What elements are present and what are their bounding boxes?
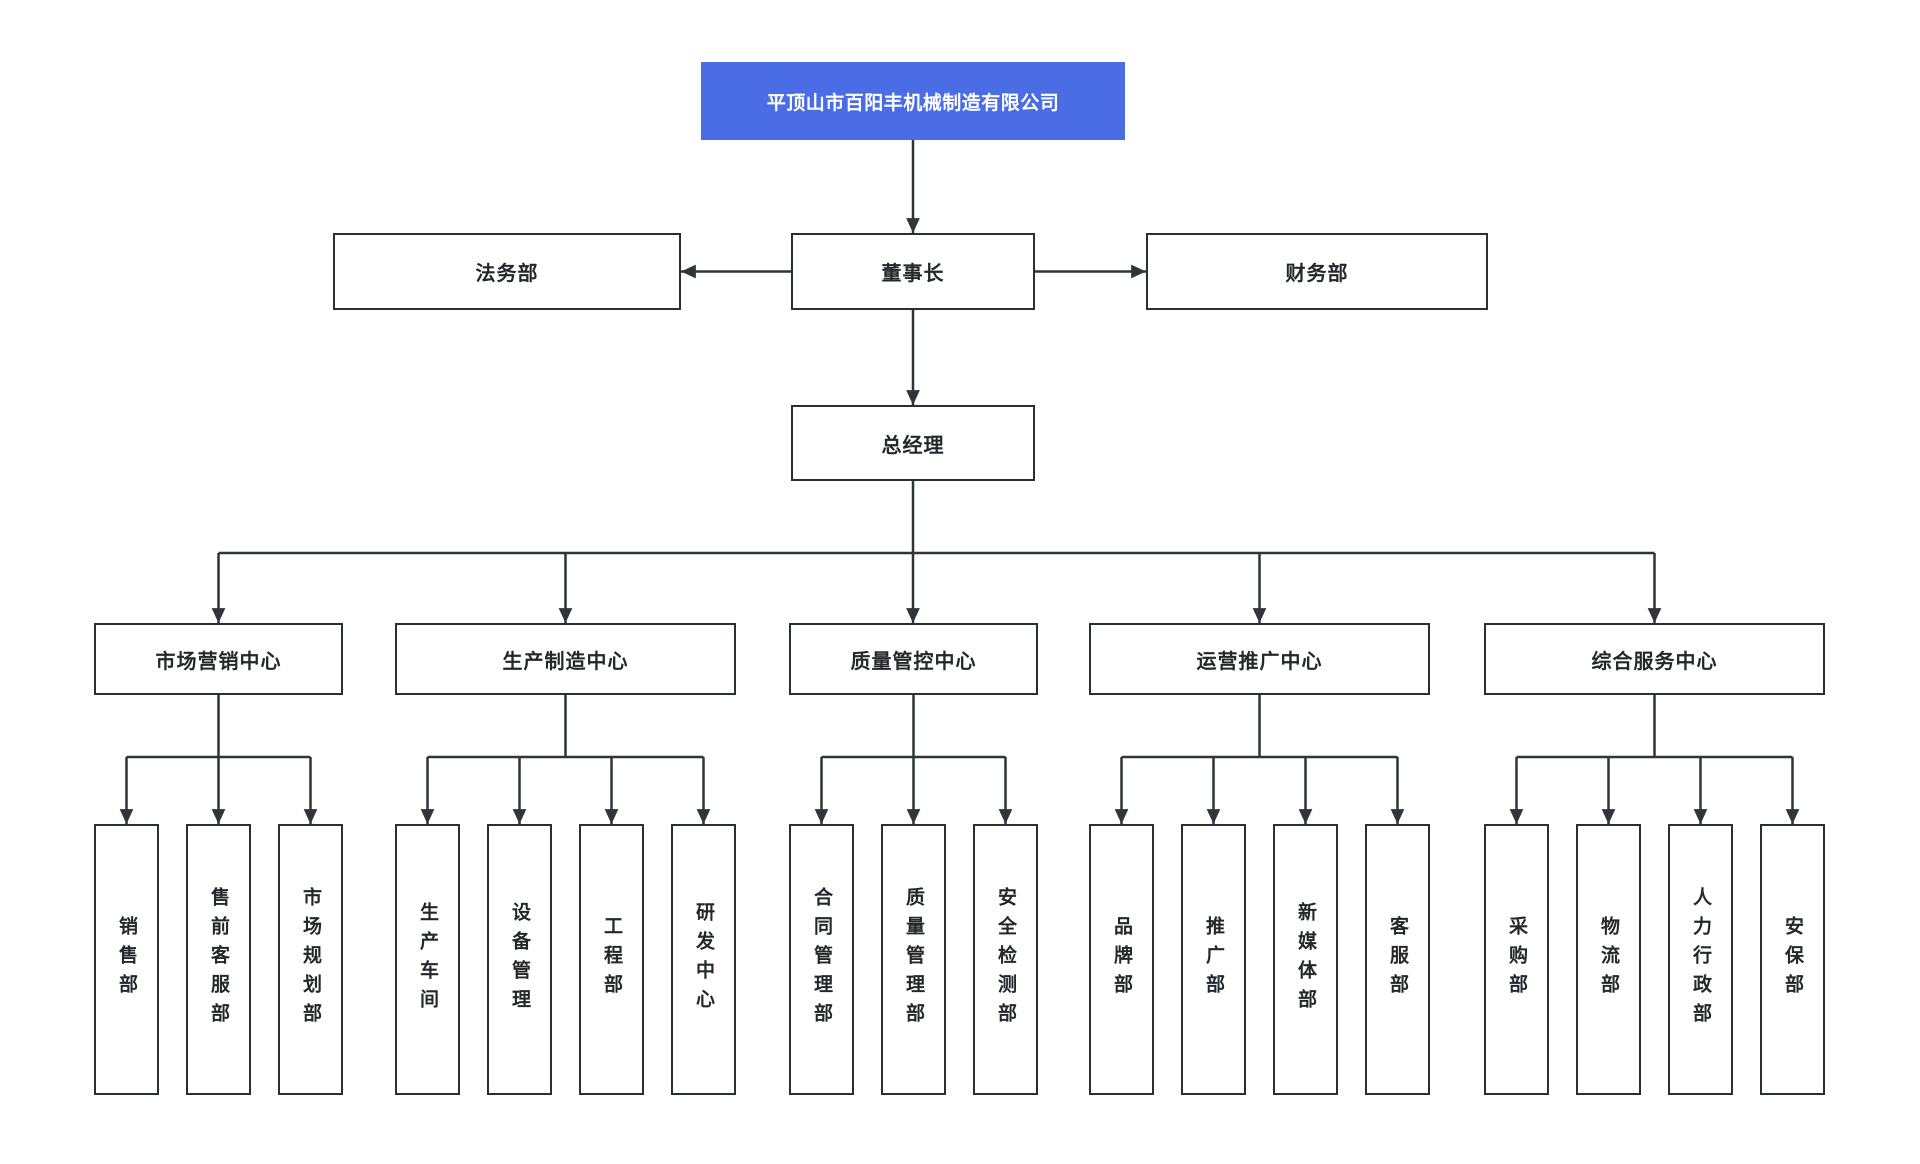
node-center-services[interactable]: 综合服务中心 (1484, 623, 1825, 695)
node-label: 法务部 (475, 263, 539, 285)
node-label: 董事长 (881, 263, 945, 285)
node-label: 品牌部 (1111, 916, 1132, 1003)
node-dept-contract-management[interactable]: 合同管理部 (789, 824, 854, 1095)
node-label: 平顶山市百阳丰机械制造有限公司 (766, 92, 1060, 114)
node-label: 客服部 (1387, 916, 1408, 1003)
node-dept-production-workshop[interactable]: 生产车间 (395, 824, 460, 1095)
node-dept-customer-service[interactable]: 客服部 (1365, 824, 1430, 1095)
node-dept-promotion[interactable]: 推广部 (1181, 824, 1246, 1095)
node-dept-rnd-center[interactable]: 研发中心 (671, 824, 736, 1095)
node-label: 工程部 (601, 916, 622, 1003)
node-dept-presales-service[interactable]: 售前客服部 (186, 824, 251, 1095)
node-label: 财务部 (1285, 263, 1349, 285)
node-label: 物流部 (1598, 916, 1619, 1003)
node-center-marketing[interactable]: 市场营销中心 (94, 623, 343, 695)
node-legal-dept[interactable]: 法务部 (333, 233, 681, 310)
node-label: 设备管理 (509, 901, 530, 1018)
node-label: 研发中心 (693, 901, 714, 1018)
node-label: 生产制造中心 (502, 650, 629, 673)
node-label: 市场规划部 (300, 887, 321, 1032)
node-dept-logistics[interactable]: 物流部 (1576, 824, 1641, 1095)
node-label: 售前客服部 (208, 887, 229, 1032)
node-dept-engineering[interactable]: 工程部 (579, 824, 644, 1095)
node-dept-safety-inspection[interactable]: 安全检测部 (973, 824, 1038, 1095)
node-label: 安保部 (1782, 916, 1803, 1003)
node-label: 销售部 (116, 916, 137, 1003)
node-dept-quality-management[interactable]: 质量管理部 (881, 824, 946, 1095)
node-label: 推广部 (1203, 916, 1224, 1003)
node-label: 质量管理部 (903, 887, 924, 1032)
node-dept-procurement[interactable]: 采购部 (1484, 824, 1549, 1095)
node-label: 合同管理部 (811, 887, 832, 1032)
node-dept-equipment-management[interactable]: 设备管理 (487, 824, 552, 1095)
node-dept-market-planning[interactable]: 市场规划部 (278, 824, 343, 1095)
node-label: 市场营销中心 (155, 650, 282, 673)
node-label: 采购部 (1506, 916, 1527, 1003)
node-dept-hr-admin[interactable]: 人力行政部 (1668, 824, 1733, 1095)
node-label: 生产车间 (417, 901, 438, 1018)
node-label: 人力行政部 (1690, 887, 1711, 1032)
node-finance-dept[interactable]: 财务部 (1146, 233, 1488, 310)
node-dept-sales[interactable]: 销售部 (94, 824, 159, 1095)
node-center-production[interactable]: 生产制造中心 (395, 623, 736, 695)
node-label: 新媒体部 (1295, 901, 1316, 1018)
node-label: 综合服务中心 (1591, 650, 1718, 673)
node-center-quality[interactable]: 质量管控中心 (789, 623, 1038, 695)
node-dept-brand[interactable]: 品牌部 (1089, 824, 1154, 1095)
node-dept-new-media[interactable]: 新媒体部 (1273, 824, 1338, 1095)
node-center-operations[interactable]: 运营推广中心 (1089, 623, 1430, 695)
node-label: 质量管控中心 (850, 650, 977, 673)
node-label: 运营推广中心 (1196, 650, 1323, 673)
node-general-manager[interactable]: 总经理 (791, 405, 1035, 481)
node-label: 安全检测部 (995, 887, 1016, 1032)
node-label: 总经理 (881, 434, 945, 457)
node-dept-security[interactable]: 安保部 (1760, 824, 1825, 1095)
node-company-root[interactable]: 平顶山市百阳丰机械制造有限公司 (701, 62, 1125, 140)
node-chairman[interactable]: 董事长 (791, 233, 1035, 310)
